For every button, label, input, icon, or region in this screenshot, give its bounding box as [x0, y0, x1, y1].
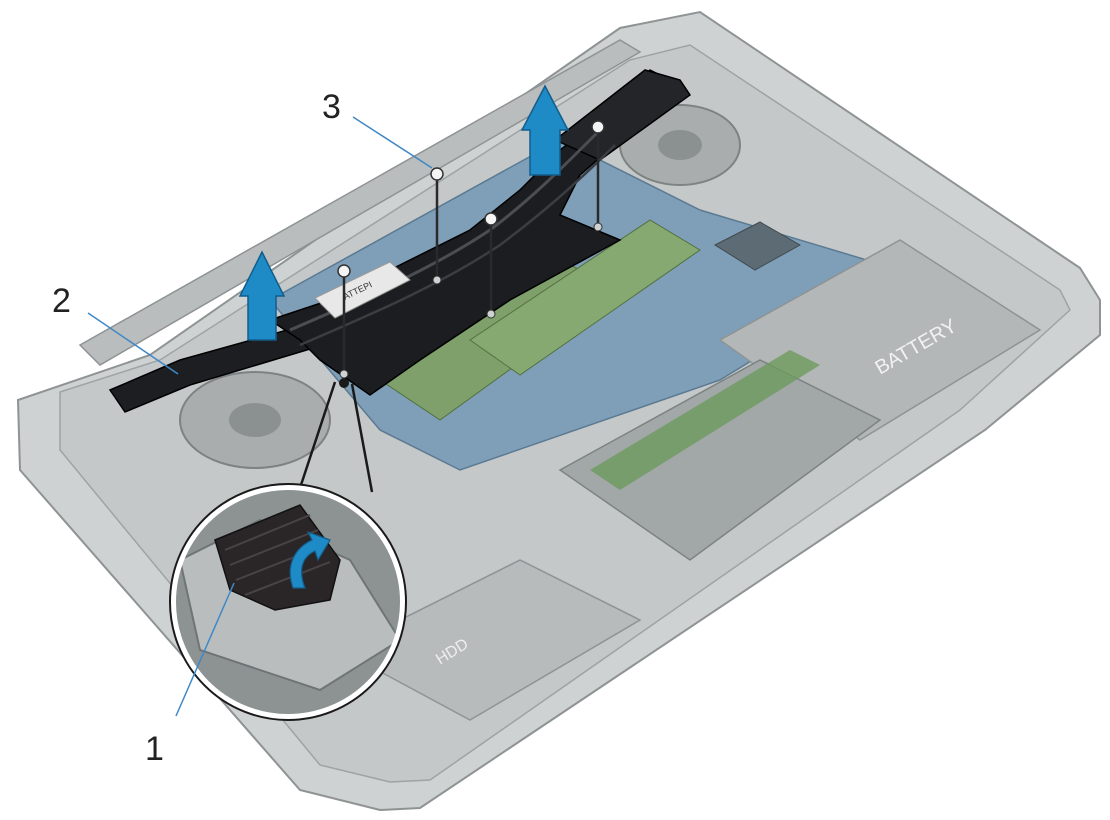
- thermal-tape: [214, 504, 341, 611]
- inset-target-dot: [339, 378, 349, 388]
- inset-leader-right: [350, 383, 374, 493]
- callout-line-1: [175, 582, 235, 717]
- callout-line-3: [352, 116, 433, 169]
- heat-sink: ATTEPI: [108, 69, 692, 413]
- callout-number-2: 2: [52, 282, 71, 320]
- lift-arrows: [238, 84, 570, 341]
- captive-screw: [430, 167, 444, 285]
- touchpad-area: [558, 350, 882, 561]
- captive-screws: [337, 120, 605, 379]
- right-fan-hub: [658, 130, 702, 160]
- hinge-lip: [78, 39, 642, 366]
- memory-module-b: [469, 219, 701, 376]
- inset-circle-ring: [170, 484, 406, 720]
- heat-sink-right-pipe: [553, 69, 692, 161]
- ribbon-cable: [590, 350, 820, 490]
- processor-chip: [713, 221, 802, 271]
- magnified-inset: [169, 378, 407, 721]
- thermal-tape-texture: [224, 514, 331, 596]
- captive-screw: [337, 264, 351, 379]
- hdd-bay: HDD: [338, 559, 642, 721]
- fans: [179, 104, 741, 469]
- inset-circle-outline: [169, 483, 407, 721]
- lift-arrow-left: [238, 250, 286, 341]
- callout-numbers: 1 2 3: [52, 88, 341, 768]
- system-board: [268, 139, 902, 471]
- peel-arrow-icon: [289, 530, 331, 589]
- heat-sink-sticker: [314, 261, 411, 319]
- captive-screw: [484, 212, 498, 319]
- captive-screw: [591, 120, 605, 232]
- heat-pipe-highlight-2: [299, 144, 616, 347]
- lift-arrow-right: [520, 84, 570, 176]
- left-fan-hub: [229, 403, 281, 437]
- callout-number-3: 3: [322, 88, 341, 126]
- touchpad: [558, 359, 882, 561]
- inset-leader-left: [298, 381, 337, 489]
- hdd-bracket: [338, 559, 642, 721]
- callout-lines: [87, 116, 433, 717]
- callout-number-1: 1: [145, 730, 164, 768]
- callout-line-2: [87, 312, 179, 375]
